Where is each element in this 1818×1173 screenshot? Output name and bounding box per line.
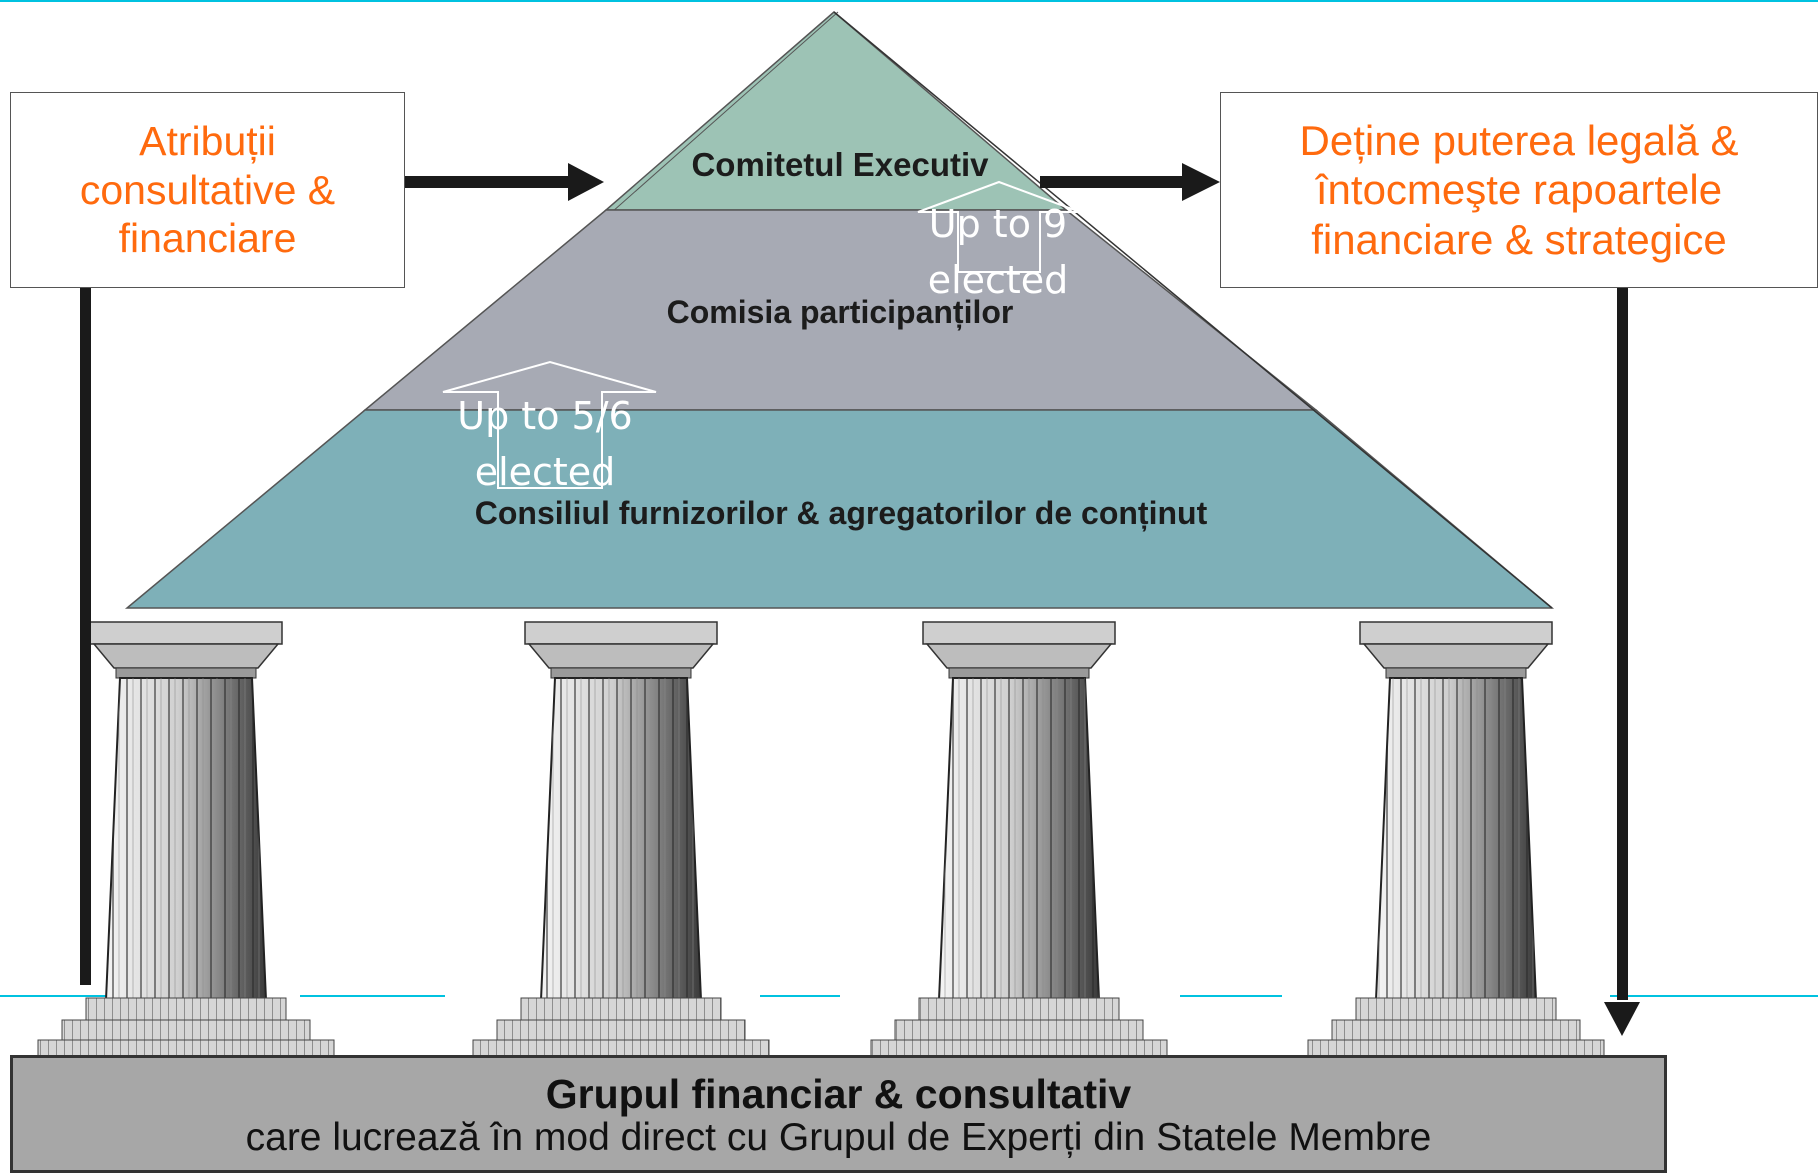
election-upper-label: Up to 9 elected: [928, 196, 1069, 308]
advisory-line-2: consultative &: [79, 166, 336, 213]
arrow-left-to-pyramid: [405, 163, 604, 201]
base-subtitle: care lucrează în mod direct cu Grupul de…: [245, 1116, 1432, 1159]
tier-council-label: Consiliul furnizorilor & agregatorilor d…: [474, 495, 1208, 531]
column-1: [37, 621, 335, 1057]
arrow-pyramid-to-right: [1040, 163, 1220, 201]
pyramid: [124, 11, 1555, 609]
column-3: [870, 621, 1168, 1057]
legal-line-2: întocmeşte rapoartele: [1315, 166, 1723, 214]
column-4: [1307, 621, 1605, 1057]
flow-arrows: [67, 163, 1640, 1036]
election-upper-line-1: Up to 9: [928, 202, 1068, 246]
tier-executive-label: Comitetul Executiv: [691, 146, 989, 183]
election-lower-label: Up to 5/6 elected: [457, 388, 632, 500]
election-upper-line-2: elected: [927, 258, 1069, 302]
arrow-base-up-to-left-box: [67, 226, 103, 985]
arrow-right-box-down-to-base: [1604, 288, 1640, 1036]
advisory-financial-box: Atribuții consultative & financiare: [10, 92, 405, 288]
election-arrow-upper: [917, 180, 1081, 273]
legal-line-1: Deține puterea legală &: [1299, 116, 1739, 164]
legal-power-box: Deține puterea legală & întocmeşte rapoa…: [1220, 92, 1818, 288]
election-arrow-lower: [442, 360, 657, 489]
legal-line-3: financiare & strategice: [1311, 215, 1727, 263]
election-lower-line-1: Up to 5/6: [457, 394, 633, 438]
advisory-line-1: Atribuții: [139, 118, 276, 165]
column-2: [472, 621, 770, 1057]
tier-participants-label: Comisia participanților: [666, 294, 1014, 330]
columns: [37, 621, 1605, 1057]
financial-advisory-group-base: Grupul financiar & consultativ care lucr…: [10, 1055, 1667, 1173]
advisory-line-3: financiare: [118, 215, 297, 262]
election-lower-line-2: elected: [474, 450, 616, 494]
base-title: Grupul financiar & consultativ: [545, 1071, 1132, 1117]
